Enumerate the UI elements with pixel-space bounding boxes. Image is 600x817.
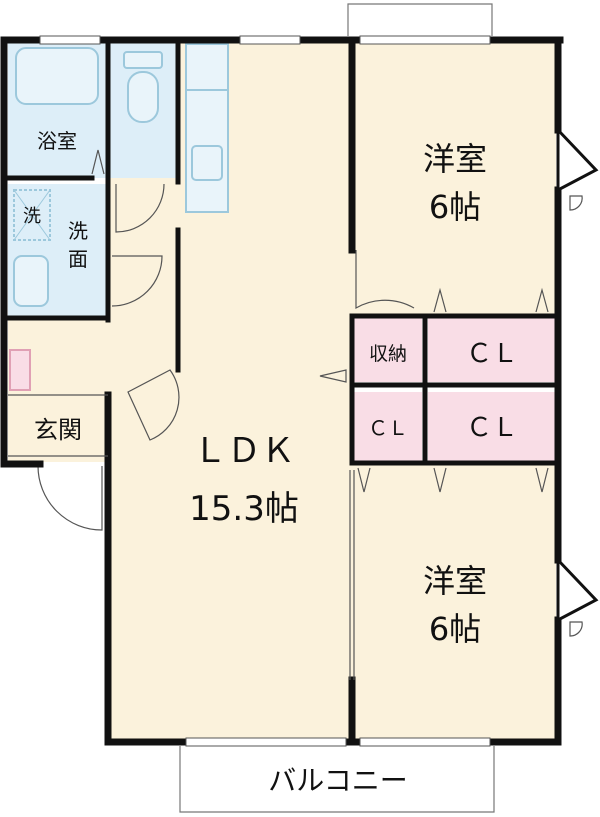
ldk-storage-marker xyxy=(319,369,347,383)
ldk-top-window xyxy=(239,35,301,45)
floor-fills xyxy=(8,40,556,742)
west-upper-door xyxy=(355,250,415,310)
shoe-cabinet xyxy=(9,349,31,391)
washroom-label-2: 面 xyxy=(68,247,88,271)
cl-lower-closet xyxy=(428,392,556,462)
entrance-label: 玄関 xyxy=(34,416,82,444)
balconies xyxy=(179,3,495,813)
cl-lower-label: ＣＬ xyxy=(466,413,518,443)
washing-machine-cross-b xyxy=(13,189,51,241)
west-upper-window-door xyxy=(569,195,583,211)
storage-label: 収納 xyxy=(369,343,407,365)
ldk-bottom-window xyxy=(185,737,347,747)
labels: 浴室 洗 洗 面 玄関 ＬＤＫ 15.3帖 洋室 6帖 収納 ＣＬ ＣＬ ＣＬ … xyxy=(23,129,518,797)
entrance-door xyxy=(37,465,103,531)
cl-upper-marker-right xyxy=(535,287,549,313)
bath-window xyxy=(39,35,101,45)
cl-small-closet xyxy=(354,392,422,462)
toilet-bowl xyxy=(127,71,159,123)
west-lower-bottom-window xyxy=(359,737,491,747)
cl-small-label: ＣＬ xyxy=(368,416,408,440)
west-lower-size-label: 6帖 xyxy=(429,610,481,648)
bath-label: 浴室 xyxy=(37,129,77,153)
washer-label: 洗 xyxy=(23,206,41,227)
top-balcony xyxy=(347,3,493,36)
bathtub xyxy=(15,47,99,105)
bottom-balcony xyxy=(179,746,495,813)
cl-small-marker xyxy=(357,467,371,493)
kitchen-counter xyxy=(185,43,229,213)
cl-upper-marker-left xyxy=(433,287,447,313)
cl-upper-closet xyxy=(428,318,556,382)
cl-lower-marker-left xyxy=(433,467,447,493)
washroom-upper-strip xyxy=(8,178,106,184)
washing-machine-space xyxy=(13,189,51,241)
ldk-name-label: ＬＤＫ xyxy=(193,431,295,471)
west-upper-floor xyxy=(354,40,556,315)
west-lower-name-label: 洋室 xyxy=(423,562,487,600)
thin-partitions xyxy=(8,394,355,680)
west-upper-top-window xyxy=(359,35,491,45)
west-lower-bay xyxy=(556,556,599,623)
closet-markers xyxy=(91,149,549,493)
washbasin xyxy=(13,255,49,307)
ldk-size-label: 15.3帖 xyxy=(189,489,299,529)
ldk-entry-door xyxy=(127,369,180,441)
cl-lower-marker-right xyxy=(535,467,549,493)
west-lower-floor xyxy=(354,462,556,742)
door-swings xyxy=(37,183,583,637)
windows xyxy=(39,35,599,747)
toilet-door xyxy=(115,183,165,233)
washroom-door xyxy=(111,255,163,307)
balcony-label: バルコニー xyxy=(268,764,407,797)
west-lower-window-door xyxy=(569,621,583,637)
cl-upper-label: ＣＬ xyxy=(466,339,518,369)
west-upper-name-label: 洋室 xyxy=(423,140,487,178)
kitchen-sink xyxy=(191,145,223,181)
entrance-floor xyxy=(8,395,108,462)
fixtures xyxy=(9,43,229,391)
toilet-tank xyxy=(123,51,163,69)
west-upper-size-label: 6帖 xyxy=(429,188,481,226)
storage-closet xyxy=(354,318,422,382)
west-upper-bay xyxy=(556,126,599,193)
washroom-label-1: 洗 xyxy=(68,219,88,243)
bath-door-marker xyxy=(91,149,105,175)
